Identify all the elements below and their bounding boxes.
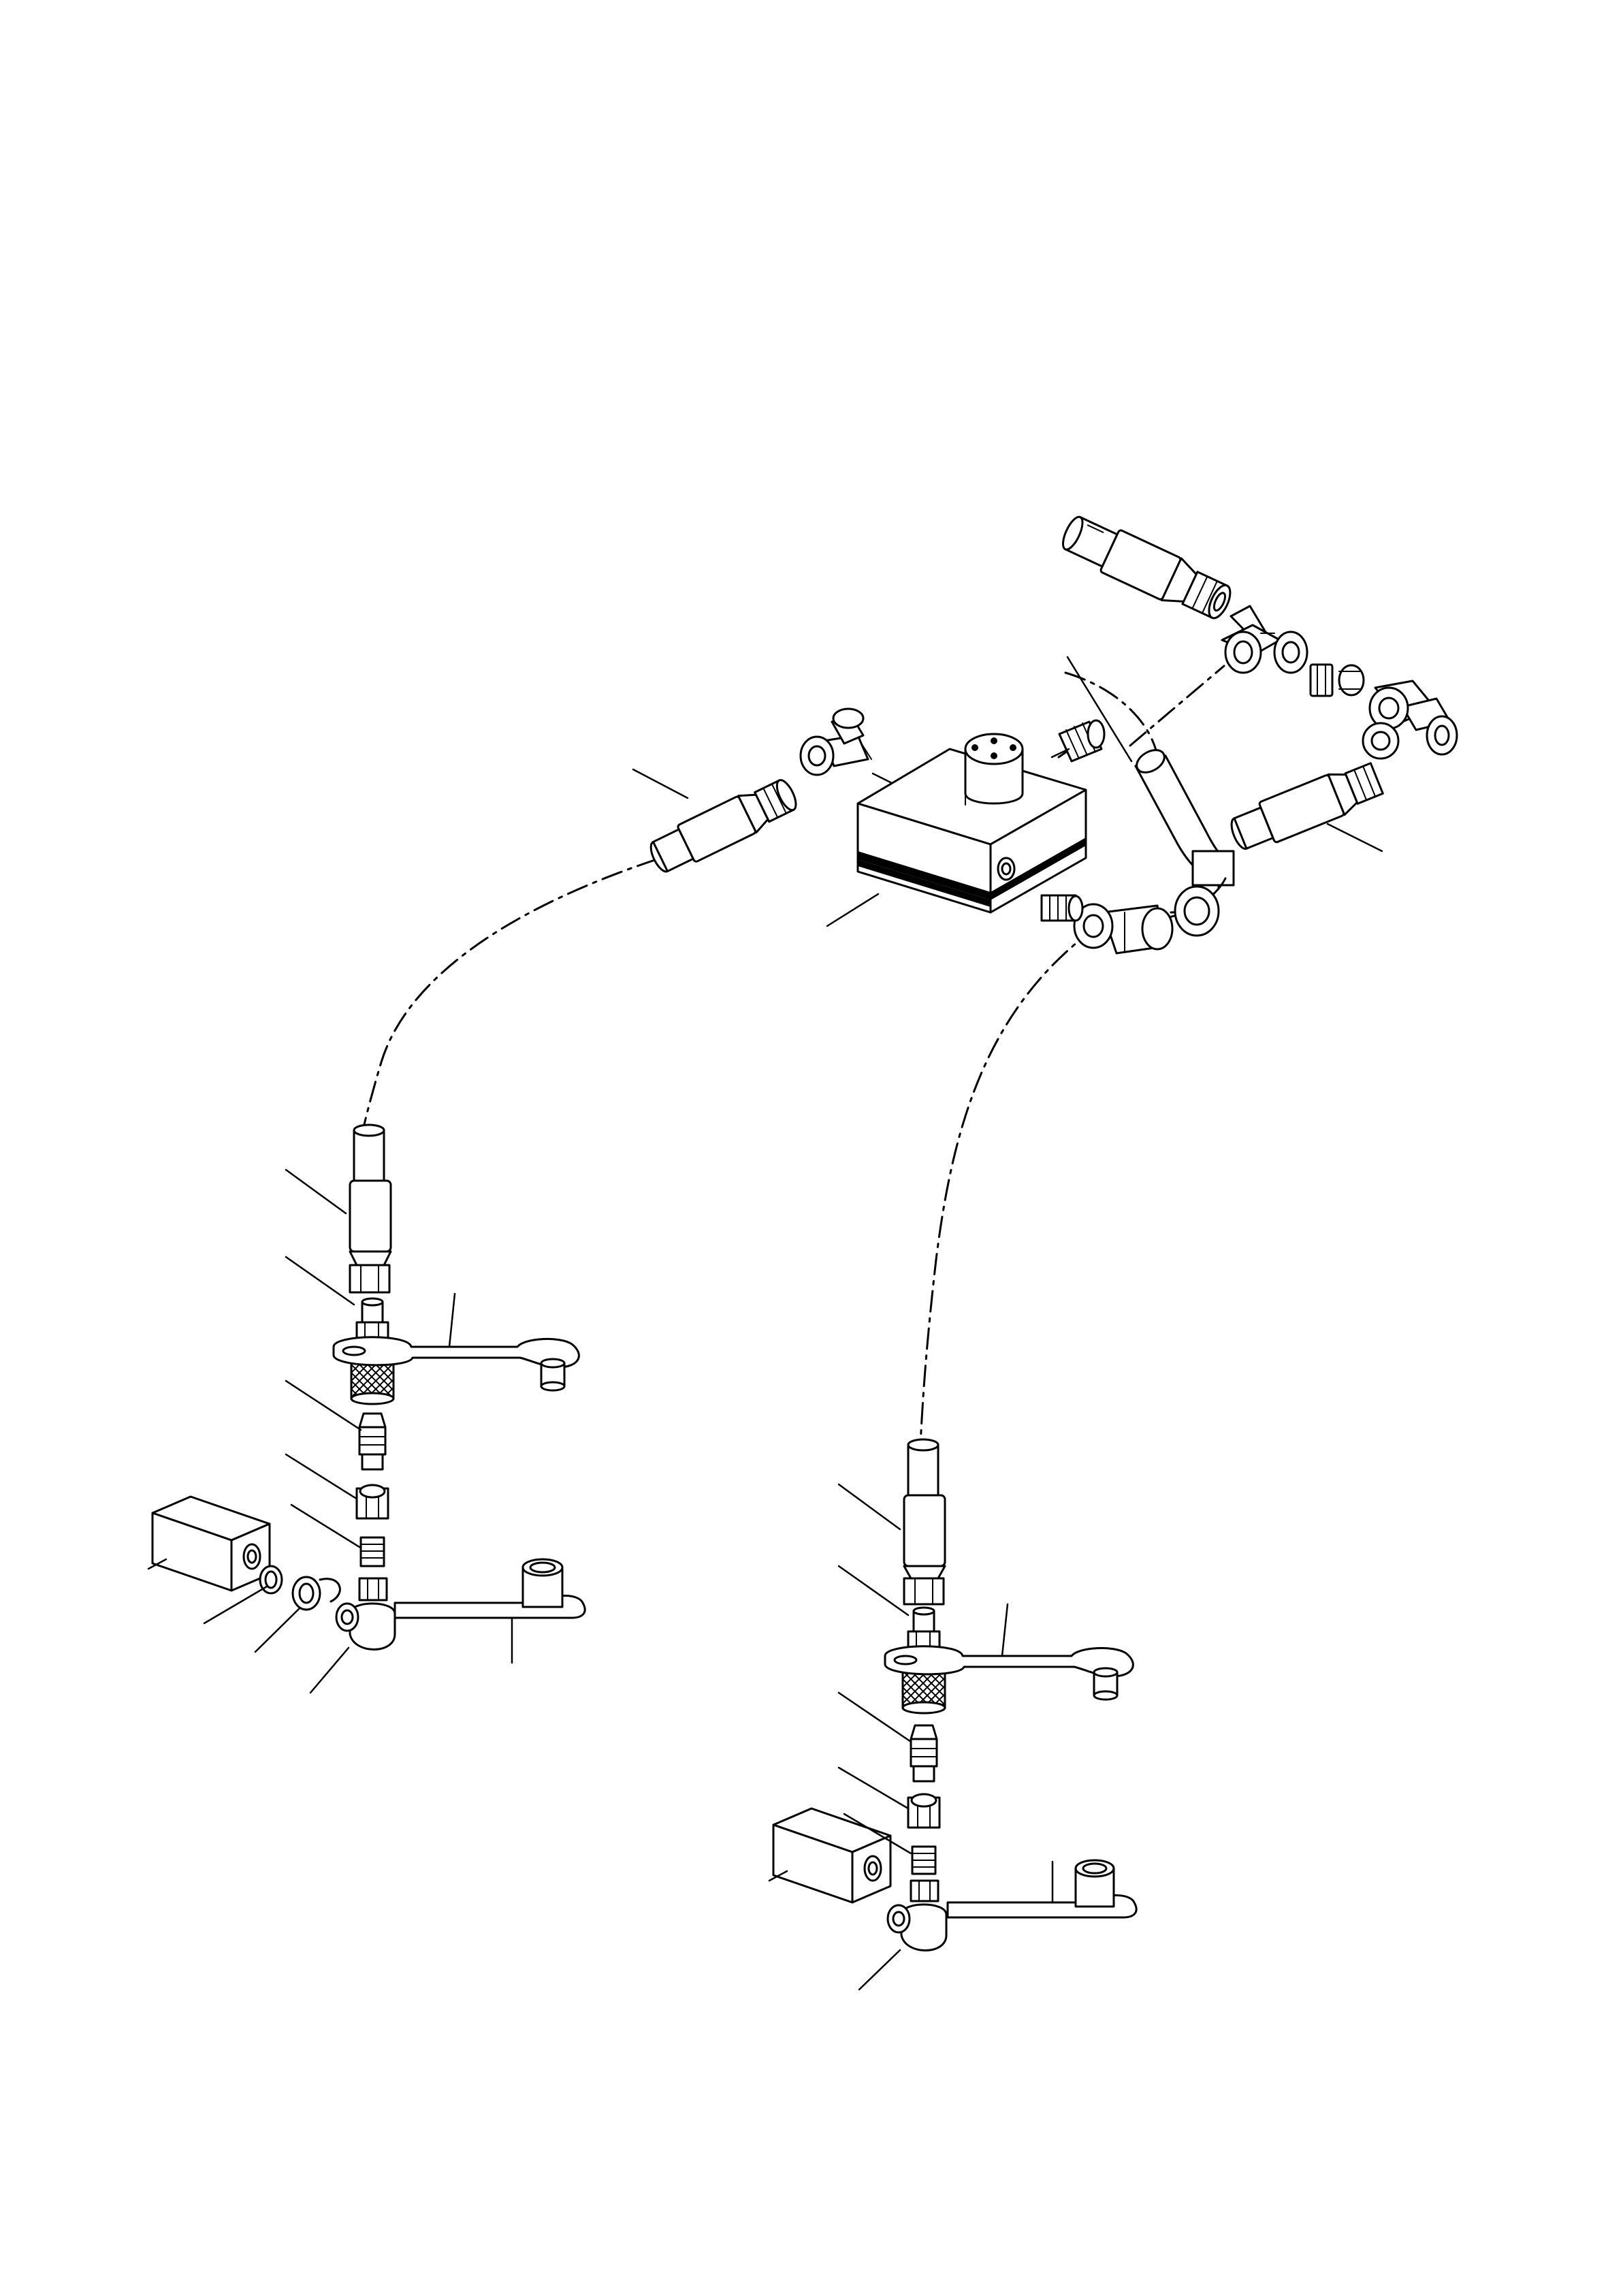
upper-hose-assembly	[1062, 515, 1232, 620]
right-mounting-block	[772, 1807, 892, 1904]
leader-line	[254, 1607, 301, 1653]
right-test-point-assembly	[768, 1438, 1138, 1991]
leader-line	[858, 1949, 901, 1991]
left-vertical-hose-end	[349, 1123, 392, 1294]
union-connector-upper	[1309, 663, 1365, 697]
right-nipple	[911, 1845, 937, 1875]
left-cap-fitting	[291, 1576, 341, 1611]
leader-line	[1326, 823, 1383, 852]
left-elbow	[335, 1577, 396, 1651]
right-hose-end	[1230, 762, 1384, 850]
nipple-valve-lower	[1040, 894, 1084, 922]
leader-line	[285, 1168, 347, 1215]
valve-body	[856, 733, 1087, 914]
pipe-centerline-tee	[1129, 665, 1225, 747]
elbow-hose	[1122, 749, 1235, 937]
left-nipple	[359, 1536, 385, 1567]
leader-lines-left	[147, 1168, 513, 1694]
leader-line	[871, 772, 893, 784]
left-dust-cap-strap-upper	[332, 1336, 580, 1392]
left-nut	[355, 1484, 389, 1520]
leader-line	[837, 1766, 910, 1810]
hose-routes	[361, 665, 1225, 1446]
leader-line	[837, 1565, 910, 1616]
leader-line	[1050, 748, 1070, 759]
hose-route-right	[919, 926, 1097, 1446]
right-dust-cap-strap-lower	[946, 1859, 1138, 1919]
leader-line	[285, 1453, 357, 1499]
left-mounting-block	[151, 1495, 271, 1592]
right-elbow	[886, 1879, 948, 1951]
left-test-point-assembly	[147, 1123, 586, 1694]
leader-line	[203, 1585, 268, 1625]
right-valve-insert	[910, 1724, 938, 1783]
nipple-valve-upper	[1058, 719, 1106, 763]
right-vertical-hose-end	[903, 1438, 946, 1606]
leader-line	[285, 1380, 362, 1431]
leader-line	[1066, 656, 1133, 763]
left-valve-insert	[358, 1412, 387, 1471]
leader-line	[309, 1646, 350, 1694]
left-dust-cap-strap-lower	[393, 1558, 586, 1619]
tee-fitting-left	[799, 707, 872, 776]
leader-line	[285, 1256, 355, 1306]
leader-lines-right	[768, 1483, 1054, 1991]
leader-line	[1001, 1603, 1009, 1657]
left-hose-end	[649, 779, 797, 873]
leader-lines-top	[632, 656, 1383, 927]
tee-fitting-upper	[1221, 605, 1308, 674]
elbow-fitting-valve	[1073, 903, 1174, 955]
leader-line	[837, 1691, 912, 1743]
leader-line	[768, 1870, 788, 1882]
leader-line	[843, 1813, 912, 1855]
tee-fitting-right	[1362, 680, 1458, 760]
right-dust-cap-strap-upper	[884, 1645, 1134, 1701]
leader-line	[290, 1503, 361, 1548]
leader-line	[448, 1292, 456, 1348]
leader-line	[632, 768, 689, 799]
leader-line	[826, 893, 880, 927]
hose-route-left	[361, 858, 658, 1135]
right-nut	[907, 1793, 941, 1829]
hose-route-upper	[1064, 671, 1159, 757]
leader-line	[837, 1483, 901, 1531]
leader-line	[147, 1558, 167, 1570]
